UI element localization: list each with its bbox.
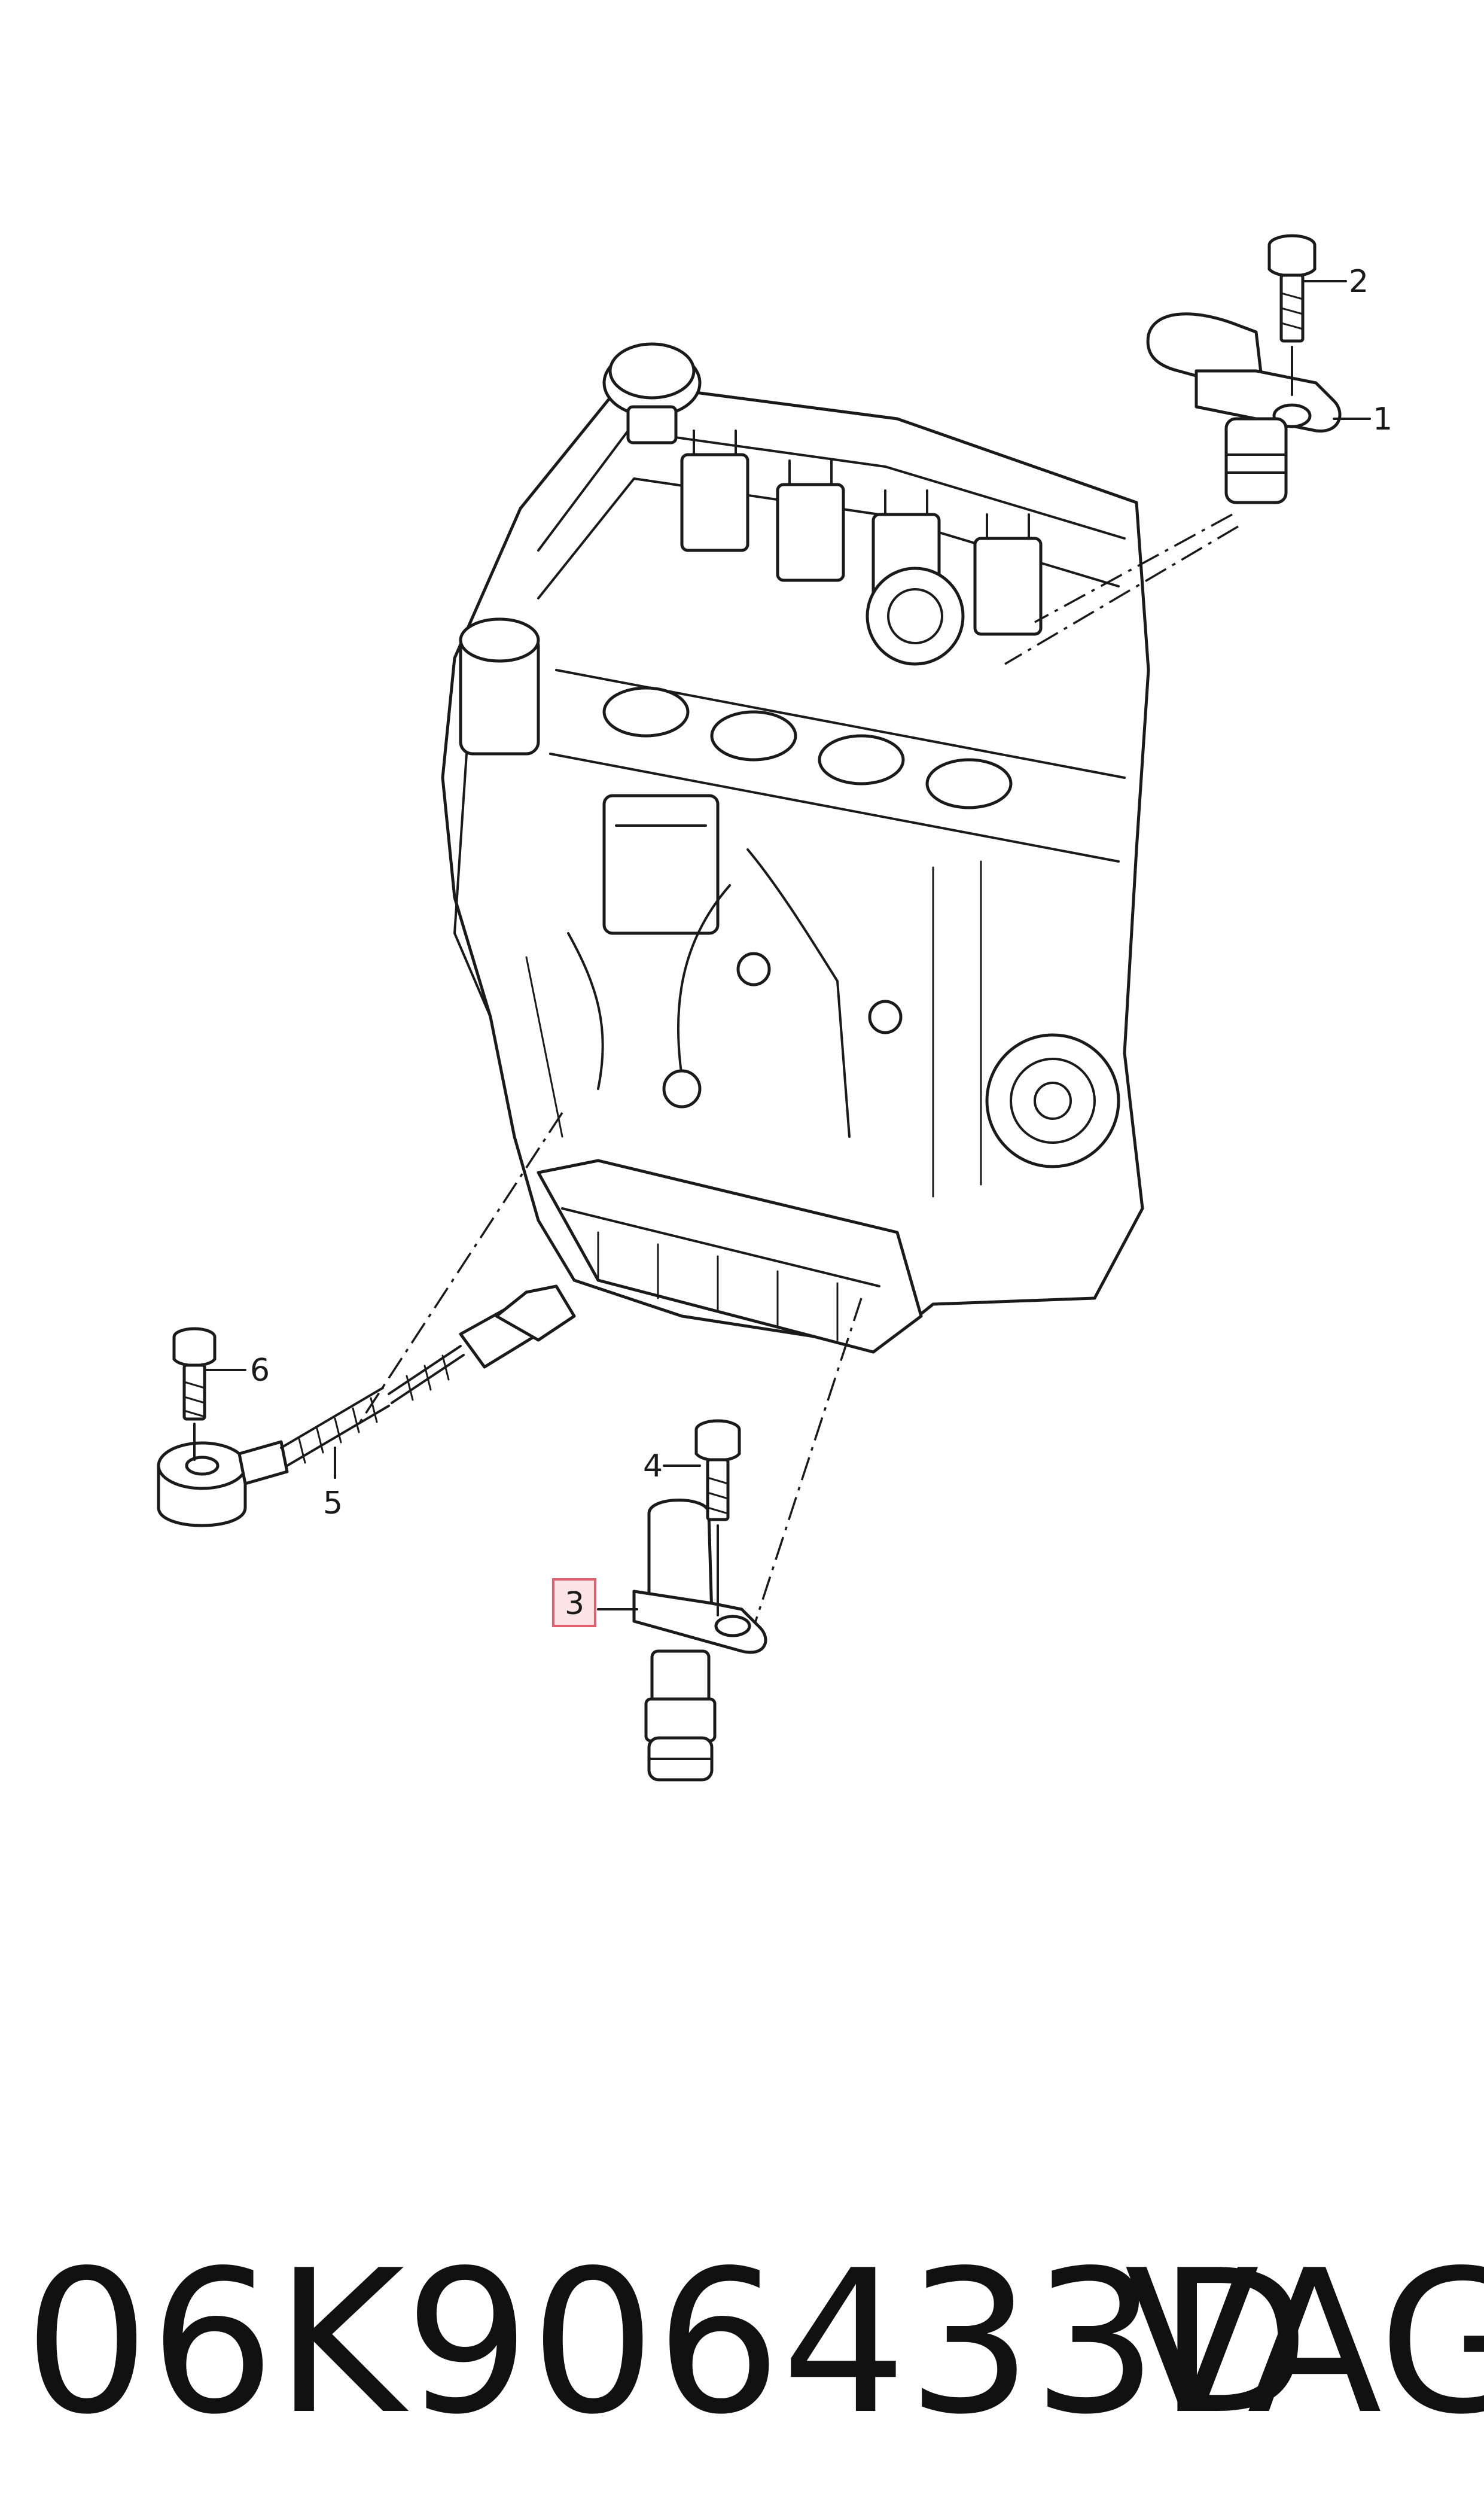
callout-1[interactable]: 1	[1373, 401, 1392, 437]
part-number: 06K906433D	[24, 2228, 1310, 2458]
oil-filter-housing	[453, 617, 540, 1018]
oil-filler-cap	[602, 342, 702, 444]
callout-6[interactable]: 6	[250, 1353, 270, 1389]
callout-leaders	[205, 280, 1371, 1610]
part-3-hall-sensor[interactable]	[632, 1499, 767, 1782]
crank-pulley	[985, 1033, 1120, 1168]
ignition-coils	[680, 430, 1043, 636]
oil-pan	[537, 1159, 923, 1354]
part-5-knock-sensor[interactable]	[157, 1284, 576, 1527]
engine-illustration	[441, 342, 1150, 1354]
part-2-bolt[interactable]	[1267, 234, 1317, 396]
callout-5[interactable]: 5	[323, 1485, 343, 1521]
footer: 06K906433D VAG	[24, 2228, 1484, 2458]
callout-4[interactable]: 4	[643, 1448, 663, 1484]
brand-name: VAG	[1125, 2228, 1484, 2458]
callout-labels: 1 2 3 4 5 6	[250, 264, 1392, 1627]
intake-ports	[602, 686, 1013, 809]
callout-3-highlight	[552, 1578, 596, 1627]
callout-3[interactable]: 3	[565, 1586, 584, 1622]
assembly-leader-lines	[358, 513, 1239, 1628]
part-4-bolt[interactable]	[694, 1419, 741, 1616]
part-6-bolt[interactable]	[172, 1327, 217, 1461]
part-1-sensor[interactable]	[1146, 312, 1342, 504]
callout-2[interactable]: 2	[1349, 264, 1369, 300]
